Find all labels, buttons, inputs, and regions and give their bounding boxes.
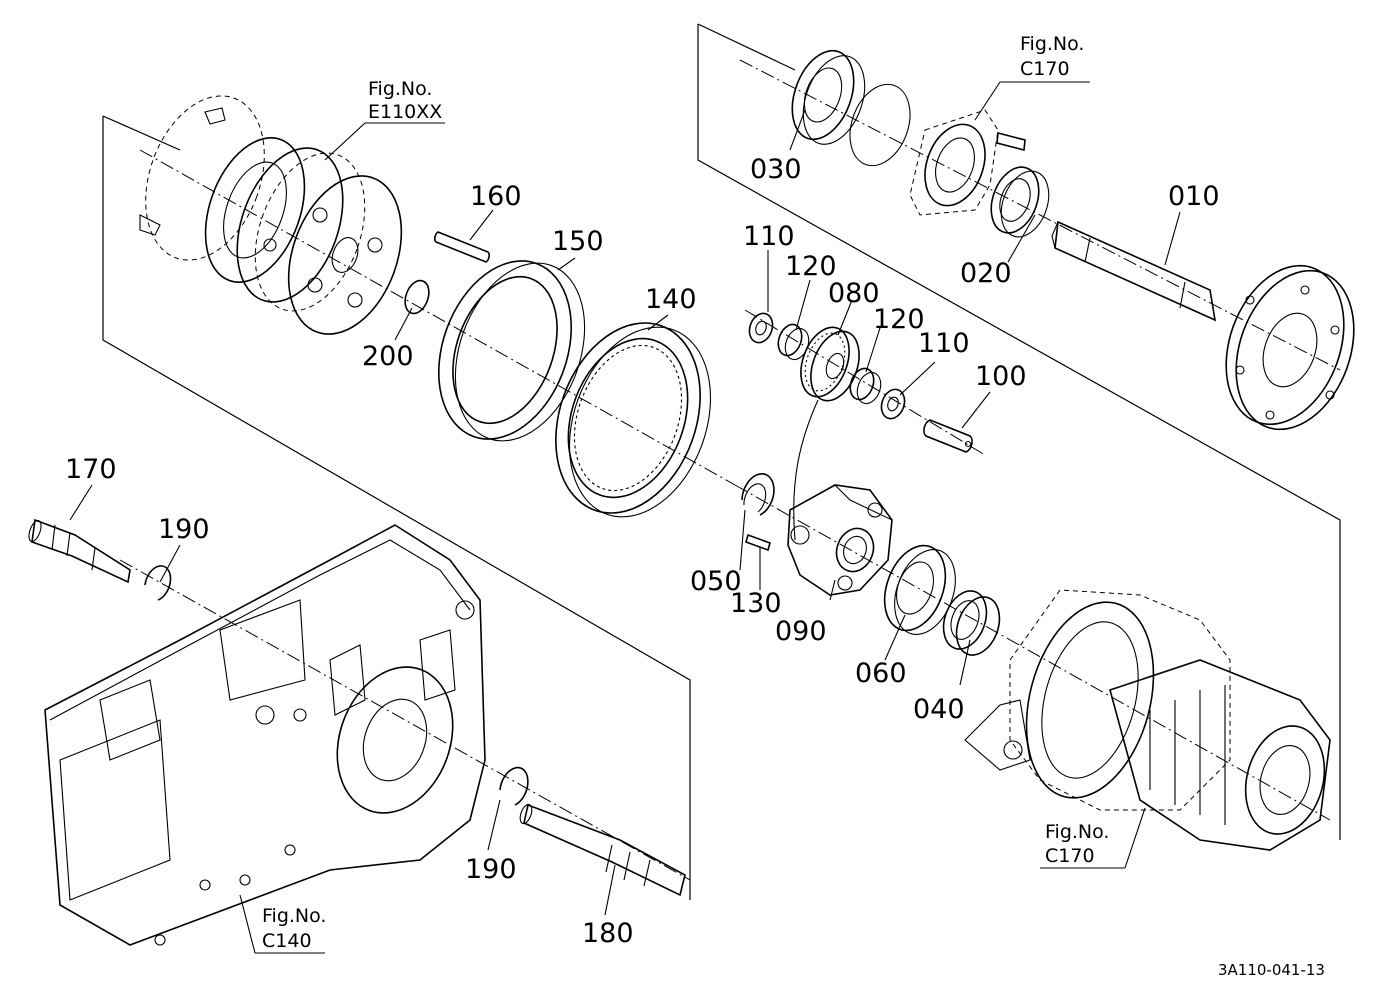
part-100-pin [923, 419, 973, 453]
callout-170: 170 [65, 454, 117, 485]
fig-ref-number: C140 [262, 930, 312, 952]
callout-110-lower: 110 [918, 328, 970, 359]
fig-ref-label: Fig.No. [1045, 821, 1109, 843]
figure-reference-e110xx: Fig.No. E110XX [368, 78, 442, 123]
part-110-washer-lower [880, 388, 906, 420]
part-130-pin [745, 533, 771, 552]
part-040-seal [942, 590, 1001, 656]
part-120-bearing-lower [849, 367, 882, 405]
fig-ref-number: E110XX [368, 101, 442, 123]
part-090-planet-carrier [787, 484, 893, 596]
part-050-snap-ring [741, 473, 775, 516]
callout-200: 200 [362, 341, 414, 372]
part-020-seal [990, 166, 1050, 238]
o-ring-c170 [849, 83, 911, 167]
callout-020: 020 [960, 258, 1012, 289]
right-assembly-frame [697, 23, 1341, 840]
callout-190-lower: 190 [465, 854, 517, 885]
callout-110-upper: 110 [743, 221, 795, 252]
callout-labels: 010 020 030 040 050 060 080 090 100 110 … [65, 154, 1220, 949]
callout-120-upper: 120 [785, 251, 837, 282]
callout-140: 140 [645, 284, 697, 315]
fig-ref-number: C170 [1020, 58, 1070, 80]
callout-010: 010 [1168, 181, 1220, 212]
part-160-pin [434, 231, 490, 263]
housing-c170 [964, 589, 1331, 851]
callout-080: 080 [828, 278, 880, 309]
callout-180: 180 [582, 918, 634, 949]
part-060-bearing [883, 544, 956, 635]
left-assembly-frame [102, 115, 691, 900]
wire-link [793, 399, 819, 541]
cover-c170 [909, 109, 1026, 216]
fig-ref-label: Fig.No. [368, 78, 432, 100]
part-030-bearing [791, 49, 866, 145]
callout-160: 160 [470, 181, 522, 212]
figure-reference-c170-bottom: Fig.No. C170 [1045, 821, 1109, 867]
callout-060: 060 [855, 658, 907, 689]
part-170-shaft [28, 518, 131, 584]
part-120-bearing-upper [777, 323, 810, 361]
part-150-ring [437, 260, 586, 442]
figure-reference-c140: Fig.No. C140 [262, 905, 326, 952]
clutch-pack-e110 [139, 95, 403, 335]
callout-190-upper: 190 [158, 514, 210, 545]
fig-ref-label: Fig.No. [262, 905, 326, 927]
part-200-o-ring [404, 279, 430, 315]
fig-ref-number: C170 [1045, 845, 1095, 867]
drawing-code: 3A110-041-13 [1218, 961, 1325, 979]
callout-030: 030 [750, 154, 802, 185]
part-180-shaft [519, 803, 686, 897]
callout-090: 090 [775, 616, 827, 647]
centre-lines [119, 59, 1341, 881]
part-190-snap-ring-upper [144, 565, 172, 601]
callout-100: 100 [975, 361, 1027, 392]
figure-reference-c170-top: Fig.No. C170 [1020, 33, 1084, 80]
part-080-planet-gear [800, 326, 860, 402]
callout-120-lower: 120 [873, 304, 925, 335]
fig-ref-label: Fig.No. [1020, 33, 1084, 55]
part-010-axle-shaft [1051, 220, 1355, 431]
part-190-snap-ring-lower [499, 766, 529, 806]
transmission-case-c140 [44, 524, 486, 946]
callout-150: 150 [552, 226, 604, 257]
callout-040: 040 [913, 694, 965, 725]
callout-050: 050 [690, 566, 742, 597]
part-140-ring-gear [555, 322, 712, 518]
part-110-washer-upper [748, 312, 774, 344]
leader-lines [69, 81, 1181, 954]
callout-130: 130 [730, 588, 782, 619]
